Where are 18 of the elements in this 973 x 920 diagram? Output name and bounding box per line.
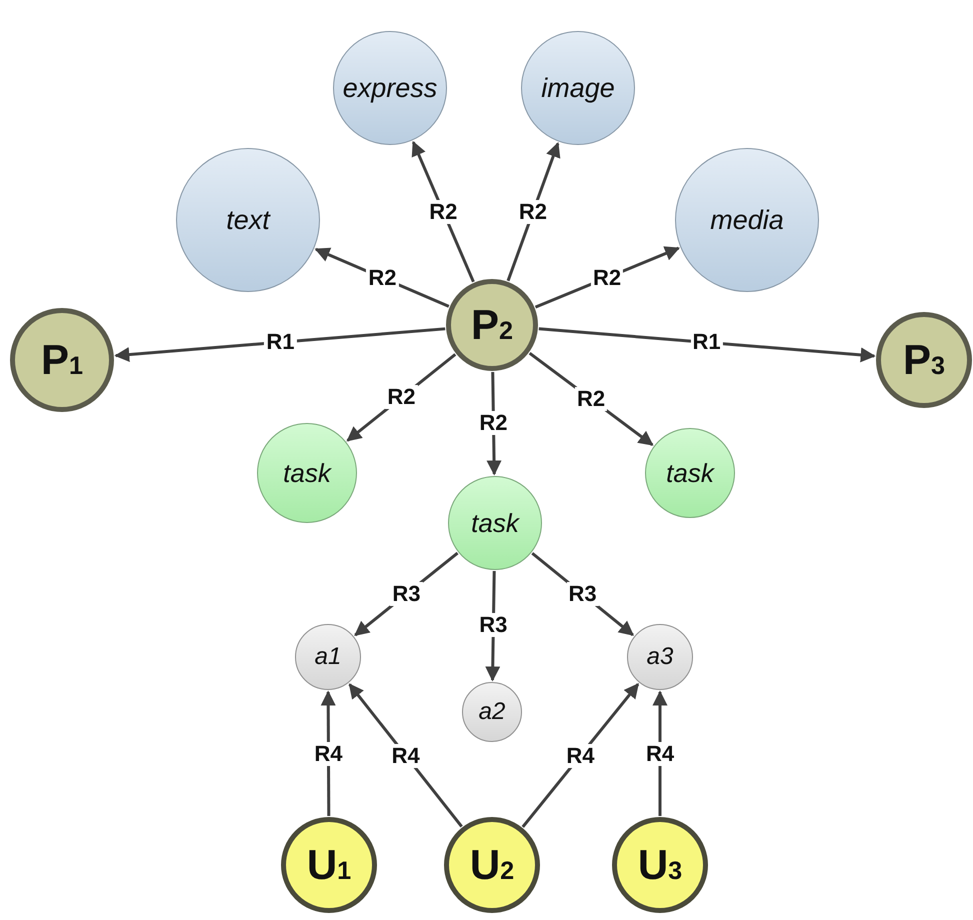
activity-circle	[627, 624, 693, 690]
node-label: task	[666, 458, 714, 488]
node-label: a3	[646, 643, 674, 671]
node-label: express	[342, 72, 438, 104]
node-label: media	[710, 204, 784, 236]
edge-label: R2	[574, 387, 608, 411]
node-label: task	[283, 458, 331, 488]
node-label: image	[541, 72, 615, 104]
node-label: a2	[478, 698, 506, 726]
node-label: a1	[314, 643, 342, 671]
edge-label: R3	[566, 582, 599, 606]
arrow	[538, 327, 876, 362]
node-label: text	[226, 204, 270, 236]
edge-label: R2	[385, 385, 418, 410]
arrow	[114, 327, 446, 362]
edge-label: R3	[390, 582, 422, 606]
activity-circle	[295, 624, 361, 690]
node-label: task	[471, 508, 519, 538]
